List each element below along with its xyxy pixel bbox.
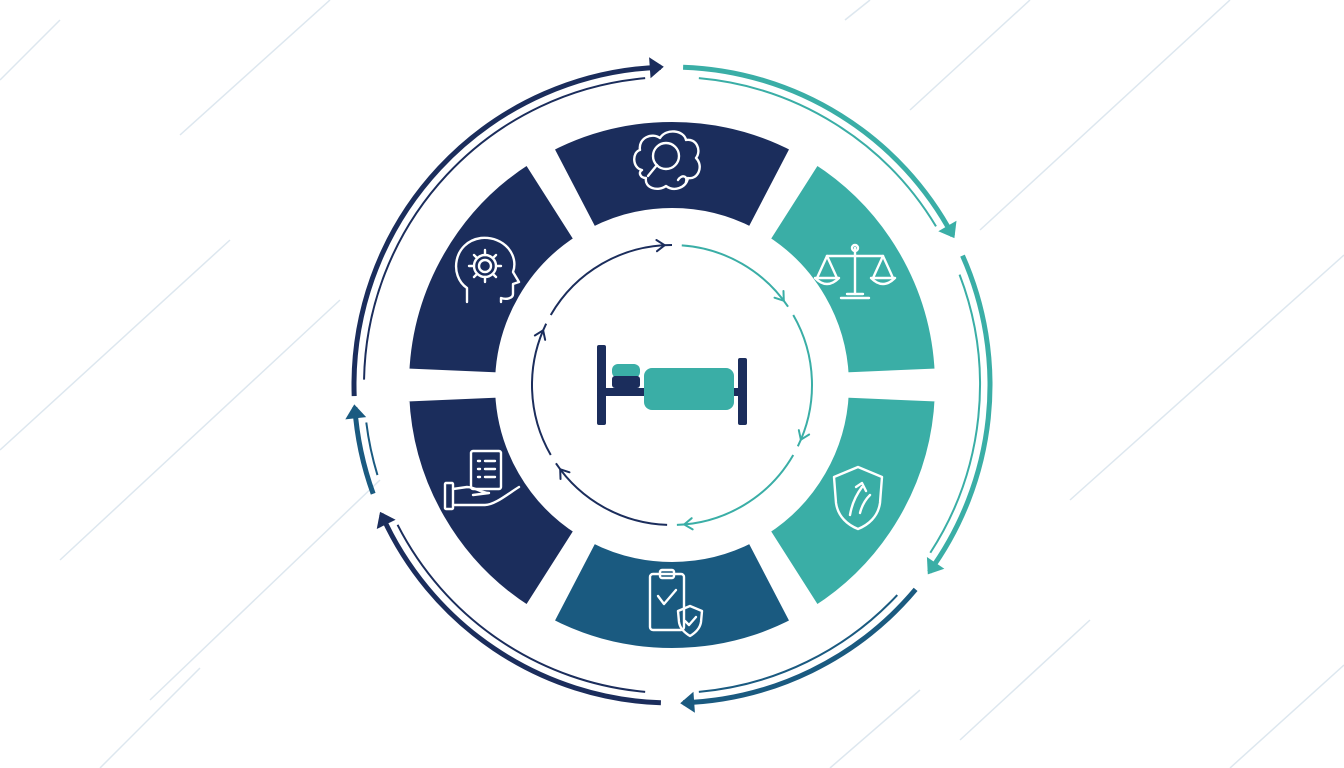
outer-ring-arrowhead — [680, 691, 695, 713]
inner-ring-arc — [549, 244, 673, 316]
inner-cycle-ring — [531, 239, 813, 531]
outer-ring-arrowhead — [649, 57, 664, 79]
segment-shield-arrow — [759, 387, 945, 617]
outer-cycle-ring — [345, 57, 993, 713]
outer-ring-inner-line — [698, 77, 937, 227]
outer-ring-inner-line — [363, 77, 646, 380]
inner-ring-arrowhead — [533, 328, 547, 341]
segment-head-gear — [399, 153, 585, 383]
hand-document-icon — [443, 449, 521, 511]
outer-ring-inner-line — [365, 422, 379, 476]
inner-ring-arc — [792, 314, 813, 447]
inner-ring-arrowhead — [655, 239, 667, 253]
inner-ring-arc — [531, 323, 552, 456]
brain-search-icon — [633, 130, 701, 190]
outer-ring-inner-line — [396, 524, 646, 693]
cycle-segments — [399, 112, 945, 658]
inner-ring-arrowhead — [559, 467, 571, 481]
outer-ring-arrowhead — [345, 404, 367, 420]
outer-ring-arrowhead — [938, 220, 957, 239]
outer-ring-arc — [683, 587, 918, 706]
segment-balance-scale — [759, 153, 945, 383]
hospital-bed-icon — [597, 345, 747, 425]
inner-ring-arrowhead — [682, 517, 694, 531]
outer-ring-inner-line — [698, 594, 898, 693]
shield-arrow-icon — [832, 465, 884, 531]
inner-ring-arrowhead — [773, 289, 785, 303]
outer-ring-arc — [379, 513, 661, 706]
outer-ring-arrowhead — [376, 511, 396, 530]
segment-hand-document — [399, 387, 585, 617]
inner-ring-arc — [676, 454, 795, 526]
inner-ring-arc — [555, 462, 668, 526]
balance-scale-icon — [813, 243, 897, 300]
outer-ring-arc — [683, 64, 955, 237]
clipboard-check-shield-icon — [648, 568, 704, 638]
outer-ring-arc — [351, 64, 661, 397]
outer-ring-arrowhead — [926, 556, 945, 575]
segment-brain-search — [543, 112, 801, 238]
outer-ring-inner-line — [929, 274, 981, 554]
inner-ring-arc — [681, 244, 789, 308]
outer-ring-arc — [927, 254, 993, 574]
head-gear-icon — [454, 236, 521, 304]
inner-ring-arrowhead — [797, 429, 811, 442]
